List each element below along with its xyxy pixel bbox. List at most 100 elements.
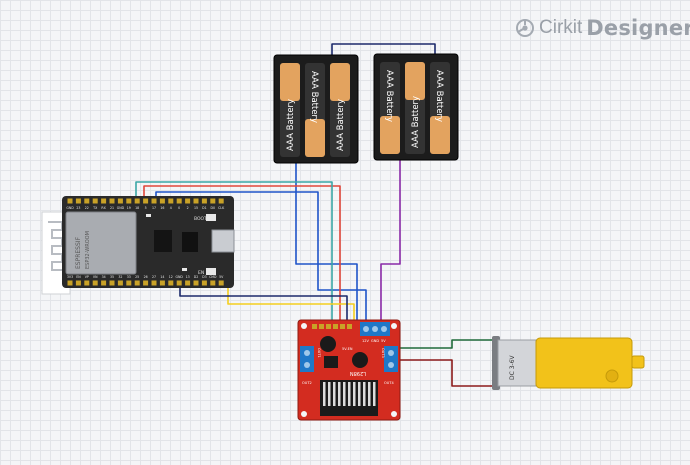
control-pin[interactable]: [340, 324, 345, 329]
battery-cell-label: AAA Battery: [434, 70, 444, 122]
battery-cell-2: AAA Battery: [305, 63, 325, 157]
battery-pack-left[interactable]: AAA Battery AAA Battery AAA Battery: [273, 54, 359, 164]
pin-label: 0: [178, 206, 180, 210]
header-pin[interactable]: [126, 280, 132, 286]
header-pin[interactable]: [109, 198, 115, 204]
pin-label: 16: [160, 206, 164, 210]
pin-label: 5: [145, 206, 147, 210]
pin-label: 4: [170, 206, 172, 210]
header-pin[interactable]: [67, 198, 73, 204]
out1-2-terminal[interactable]: [300, 346, 314, 372]
usb-port[interactable]: [211, 229, 235, 253]
capacitor-right: [352, 352, 368, 368]
header-pin[interactable]: [143, 280, 149, 286]
battery-cell-label: AAA Battery: [286, 99, 296, 151]
out4-label: OUT4: [384, 381, 394, 385]
header-pin[interactable]: [84, 198, 90, 204]
header-pin[interactable]: [210, 198, 216, 204]
motor-can: [497, 339, 537, 387]
control-pin[interactable]: [333, 324, 338, 329]
pin-label: VP: [85, 275, 89, 279]
wire-motor-red[interactable]: [398, 359, 500, 387]
shaft-icon: [605, 369, 619, 383]
wire-blue-gnd[interactable]: [155, 191, 367, 322]
header-pin[interactable]: [193, 280, 199, 286]
header-pin[interactable]: [185, 198, 191, 204]
header-pin[interactable]: [75, 280, 81, 286]
header-pin[interactable]: [176, 198, 182, 204]
battery-pack-right[interactable]: AAA Battery AAA Battery AAA Battery: [373, 53, 459, 161]
status-led: [146, 214, 151, 217]
header-pin[interactable]: [134, 198, 140, 204]
out3-label: OUT3: [381, 348, 385, 358]
wire-motor-green[interactable]: [398, 339, 500, 349]
header-pin[interactable]: [159, 280, 165, 286]
header-pin[interactable]: [193, 198, 199, 204]
header-pin[interactable]: [176, 280, 182, 286]
chip-label: L298N: [350, 370, 366, 376]
pin-label: 15: [194, 206, 198, 210]
header-pin[interactable]: [92, 280, 98, 286]
wire-yellow[interactable]: [227, 286, 355, 322]
header-pin[interactable]: [117, 198, 123, 204]
battery-cell-label: AAA Battery: [309, 71, 319, 123]
pin-label: 12: [169, 275, 173, 279]
header-pin[interactable]: [168, 280, 174, 286]
pin-label: 27: [152, 275, 156, 279]
header-pin[interactable]: [126, 198, 132, 204]
header-pin[interactable]: [168, 198, 174, 204]
wire-navy[interactable]: [179, 286, 348, 322]
header-pin[interactable]: [159, 198, 165, 204]
pin-label: 32: [118, 275, 122, 279]
header-pin[interactable]: [185, 280, 191, 286]
en-button[interactable]: [206, 268, 216, 275]
wire-battery-link[interactable]: [331, 43, 436, 57]
header-pin[interactable]: [84, 280, 90, 286]
header-pin[interactable]: [109, 280, 115, 286]
header-pin[interactable]: [201, 198, 207, 204]
header-pin[interactable]: [201, 280, 207, 286]
pin-label: D3: [202, 275, 206, 279]
pin-label: 19: [127, 206, 131, 210]
header-pin[interactable]: [151, 198, 157, 204]
header-pin[interactable]: [101, 280, 107, 286]
battery-cell-1: AAA Battery: [380, 62, 400, 154]
header-pin[interactable]: [75, 198, 81, 204]
wire-teal[interactable]: [135, 181, 333, 322]
dc-motor[interactable]: DC 3-6V: [492, 336, 645, 390]
control-pin[interactable]: [347, 324, 352, 329]
header-pin[interactable]: [143, 198, 149, 204]
out3-4-terminal[interactable]: [384, 346, 398, 372]
cirkit-logo-icon: [516, 19, 534, 37]
esp32-usb-chip: [182, 232, 198, 252]
wire-purple-battery[interactable]: [380, 160, 401, 322]
header-pin[interactable]: [67, 280, 73, 286]
control-pin[interactable]: [312, 324, 317, 329]
pin-label: 34: [102, 275, 106, 279]
header-pin[interactable]: [218, 198, 224, 204]
header-pin[interactable]: [134, 280, 140, 286]
header-pin[interactable]: [101, 198, 107, 204]
pin-label: RX: [101, 206, 106, 210]
wire-red[interactable]: [143, 185, 341, 322]
gearbox: [535, 337, 633, 389]
boot-button[interactable]: [206, 214, 216, 221]
pin-label: GND: [176, 275, 184, 279]
header-pin[interactable]: [210, 280, 216, 286]
boot-button-label: BOOT: [194, 216, 207, 222]
pin-label: D1: [202, 206, 206, 210]
header-pin[interactable]: [92, 198, 98, 204]
control-pin[interactable]: [319, 324, 324, 329]
header-pin[interactable]: [218, 280, 224, 286]
wire-blue-battery[interactable]: [295, 163, 358, 322]
control-pin[interactable]: [326, 324, 331, 329]
battery-cell-1: AAA Battery: [280, 63, 300, 157]
battery-cell-label: AAA Battery: [384, 70, 394, 122]
header-pin[interactable]: [117, 280, 123, 286]
battery-cell-label: AAA Battery: [336, 99, 346, 151]
header-pin[interactable]: [151, 280, 157, 286]
l298n-driver[interactable]: 12V GND 5V OUT1 OUT3 OUT2 OUT4 5V-EN L29…: [297, 319, 401, 421]
